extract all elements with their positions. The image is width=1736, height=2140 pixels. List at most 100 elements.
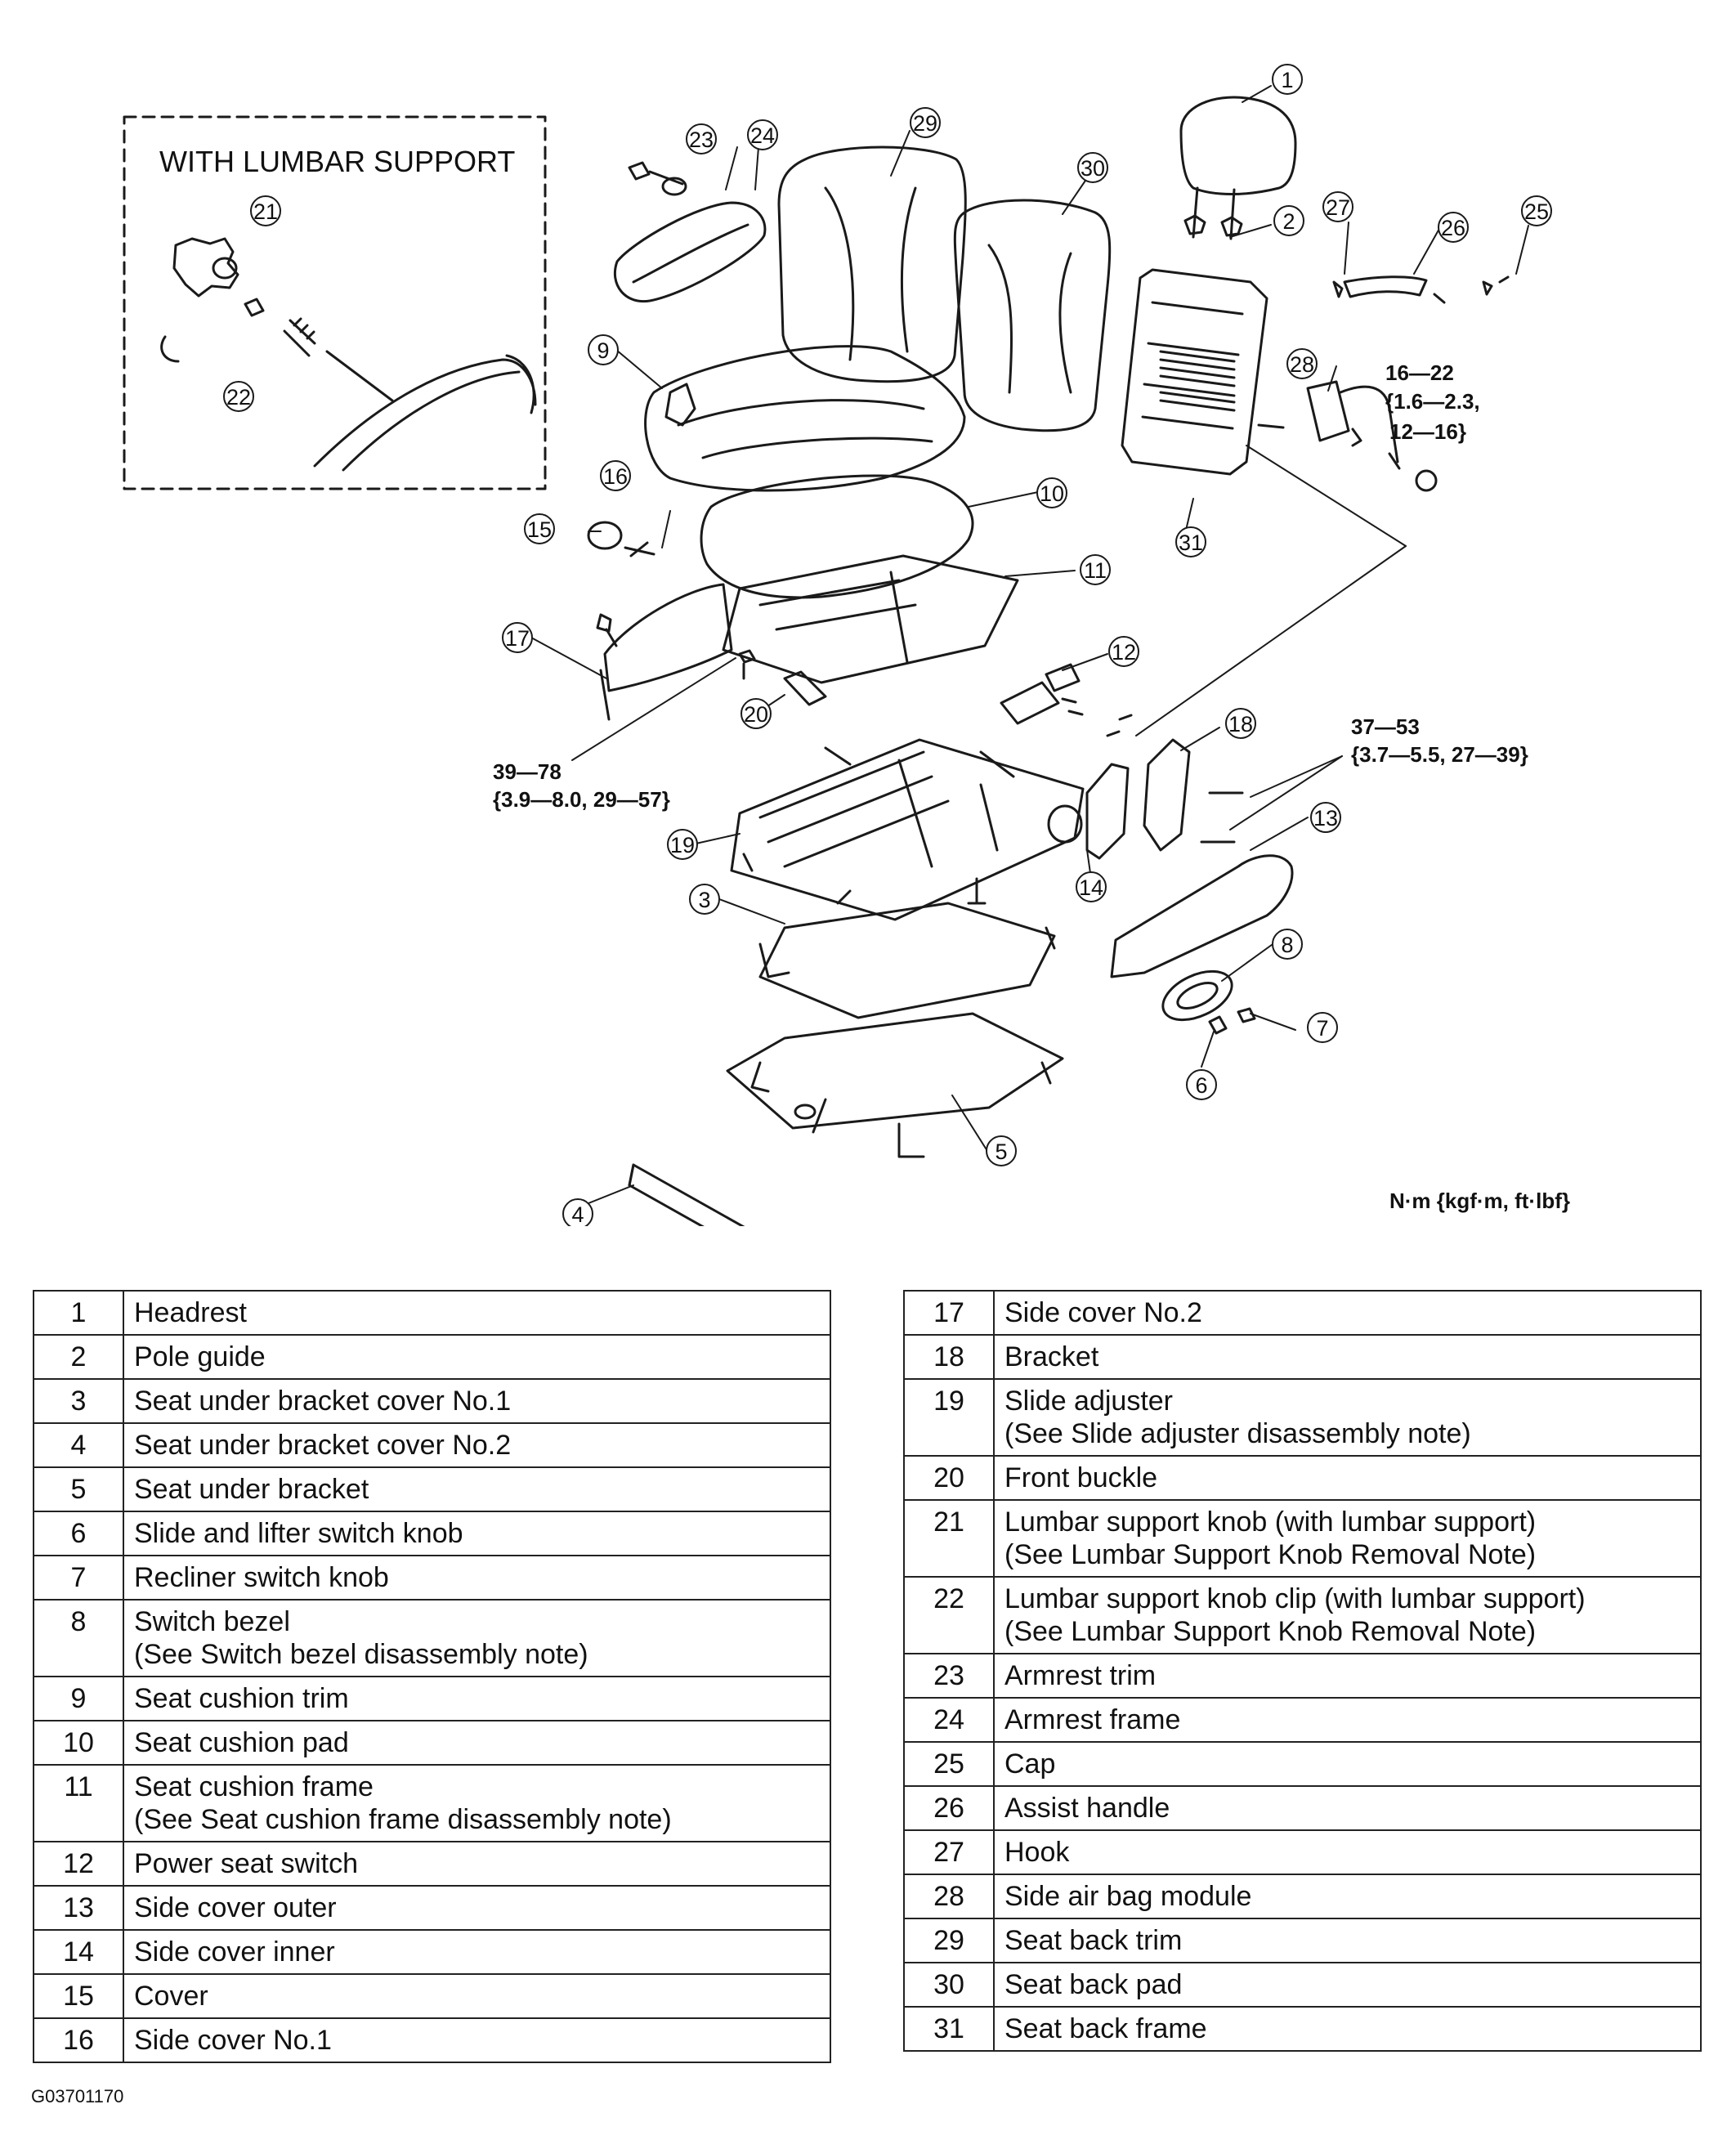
part-description: Hook bbox=[993, 1829, 1702, 1875]
callout-16: 16 bbox=[600, 460, 631, 491]
callout-29: 29 bbox=[910, 107, 941, 138]
part-name: Recliner switch knob bbox=[134, 1562, 389, 1593]
part-number: 24 bbox=[903, 1697, 995, 1743]
part-description: Seat cushion frame(See Seat cushion fram… bbox=[123, 1764, 831, 1842]
part-number: 20 bbox=[903, 1455, 995, 1501]
part-number: 7 bbox=[33, 1555, 124, 1601]
callout-15: 15 bbox=[524, 513, 555, 544]
part-number: 2 bbox=[33, 1334, 124, 1380]
callout-21: 21 bbox=[250, 195, 281, 226]
side-covers-drawing bbox=[587, 383, 733, 721]
part-name: Seat cushion frame bbox=[134, 1771, 374, 1802]
part-name: Seat back frame bbox=[1004, 2013, 1207, 2044]
part-name: Side air bag module bbox=[1004, 1881, 1252, 1912]
torque-spec-16-22-line3: 12—16} bbox=[1389, 419, 1466, 444]
callout-14: 14 bbox=[1076, 871, 1107, 902]
part-name: Seat cushion trim bbox=[134, 1683, 349, 1714]
callout-8: 8 bbox=[1272, 929, 1303, 960]
part-number: 26 bbox=[903, 1785, 995, 1831]
callout-13: 13 bbox=[1310, 802, 1341, 833]
svg-text:21: 21 bbox=[253, 199, 278, 224]
svg-text:24: 24 bbox=[750, 123, 775, 148]
part-name: Lumbar support knob (with lumbar support… bbox=[1004, 1507, 1537, 1538]
callout-18: 18 bbox=[1225, 708, 1256, 739]
torque-unit-label: N·m {kgf·m, ft·lbf} bbox=[1389, 1189, 1570, 1213]
svg-text:15: 15 bbox=[527, 517, 552, 542]
part-number: 18 bbox=[903, 1334, 995, 1380]
parts-table-row: 2 Pole guide bbox=[33, 1334, 831, 1380]
callout-7: 7 bbox=[1307, 1012, 1338, 1043]
callout-6: 6 bbox=[1186, 1069, 1217, 1100]
parts-table-row: 7 Recliner switch knob bbox=[33, 1555, 831, 1601]
parts-table-row: 26 Assist handle bbox=[903, 1785, 1702, 1831]
part-description: Seat under bracket cover No.2 bbox=[123, 1422, 831, 1468]
part-description: Seat cushion trim bbox=[123, 1676, 831, 1721]
part-description: Cover bbox=[123, 1973, 831, 2019]
part-number: 9 bbox=[33, 1676, 124, 1721]
part-description: Power seat switch bbox=[123, 1841, 831, 1887]
callout-9: 9 bbox=[588, 334, 619, 365]
svg-text:26: 26 bbox=[1441, 216, 1465, 240]
part-name: Cover bbox=[134, 1981, 208, 2012]
svg-text:9: 9 bbox=[597, 338, 609, 363]
seat-cushion-frame-drawing bbox=[722, 554, 1019, 684]
part-description: Seat back pad bbox=[993, 1962, 1702, 2008]
part-name: Side cover inner bbox=[134, 1936, 335, 1968]
callout-11: 11 bbox=[1080, 554, 1111, 585]
callout-12: 12 bbox=[1108, 636, 1139, 667]
part-name: Bracket bbox=[1004, 1341, 1099, 1372]
svg-text:18: 18 bbox=[1228, 712, 1253, 736]
under-bracket-drawing bbox=[726, 1012, 1064, 1158]
part-name: Side cover No.2 bbox=[1004, 1297, 1202, 1328]
torque-spec-16-22-line2: {1.6—2.3, bbox=[1385, 389, 1480, 414]
part-name: Headrest bbox=[134, 1297, 247, 1328]
part-description: Front buckle bbox=[993, 1455, 1702, 1501]
part-name: Switch bezel bbox=[134, 1606, 290, 1637]
part-note: (See Slide adjuster disassembly note) bbox=[1004, 1418, 1471, 1449]
callout-25: 25 bbox=[1521, 195, 1552, 226]
part-name: Seat back trim bbox=[1004, 1925, 1183, 1956]
under-bracket-cover-2-drawing bbox=[628, 1163, 745, 1226]
callout-26: 26 bbox=[1438, 212, 1469, 243]
torque-spec-39-78-line1: 39—78 bbox=[493, 759, 562, 784]
callout-5: 5 bbox=[986, 1135, 1017, 1166]
svg-text:22: 22 bbox=[226, 385, 251, 410]
callout-31: 31 bbox=[1175, 526, 1206, 557]
part-description: Seat back frame bbox=[993, 2006, 1702, 2052]
under-bracket-cover-drawing bbox=[758, 902, 1056, 1019]
part-name: Power seat switch bbox=[134, 1848, 358, 1879]
leader-lines bbox=[530, 85, 1529, 1211]
part-description: Bracket bbox=[993, 1334, 1702, 1380]
svg-text:2: 2 bbox=[1282, 209, 1295, 234]
callout-27: 27 bbox=[1322, 191, 1353, 222]
part-name: Seat cushion pad bbox=[134, 1727, 349, 1758]
seat-cushion-trim-drawing bbox=[644, 345, 966, 492]
part-name: Assist handle bbox=[1004, 1793, 1170, 1824]
svg-text:1: 1 bbox=[1281, 68, 1293, 92]
torque-spec-37-53-line1: 37—53 bbox=[1351, 714, 1420, 739]
part-description: Armrest trim bbox=[993, 1653, 1702, 1699]
svg-text:12: 12 bbox=[1112, 640, 1136, 665]
svg-text:28: 28 bbox=[1290, 352, 1314, 377]
callout-19: 19 bbox=[667, 829, 698, 860]
part-number: 29 bbox=[903, 1918, 995, 1963]
part-description: Pole guide bbox=[123, 1334, 831, 1380]
callout-20: 20 bbox=[740, 698, 772, 729]
part-description: Recliner switch knob bbox=[123, 1555, 831, 1601]
part-description: Side cover inner bbox=[123, 1929, 831, 1975]
assist-handle-drawing bbox=[1332, 275, 1510, 304]
headrest-drawing bbox=[1179, 96, 1297, 240]
part-name: Pole guide bbox=[134, 1341, 266, 1372]
svg-text:25: 25 bbox=[1524, 199, 1549, 224]
part-number: 11 bbox=[33, 1764, 124, 1842]
front-buckle-drawing bbox=[738, 649, 827, 706]
part-name: Seat under bracket cover No.1 bbox=[134, 1386, 512, 1417]
